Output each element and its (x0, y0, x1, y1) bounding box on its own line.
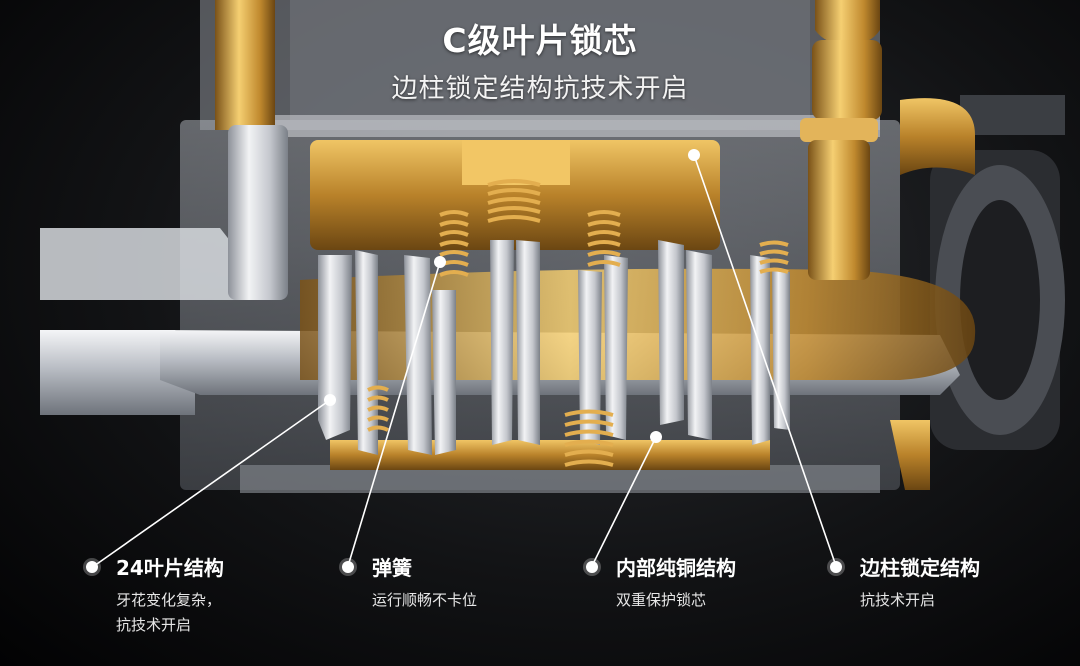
springs (367, 179, 789, 467)
callout-side-bar-lock: 边柱锁定结构 抗技术开启 (830, 548, 980, 613)
bullet-dot-icon (86, 561, 98, 573)
page-subtitle: 边柱锁定结构抗技术开启 (391, 74, 689, 104)
leader-anchor-dots (324, 149, 700, 443)
top-pin-left (215, 0, 288, 300)
page-title: C级叶片锁芯 (442, 21, 638, 60)
title-block: C级叶片锁芯 边柱锁定结构抗技术开启 (0, 14, 1080, 105)
callout-spring: 弹簧 运行顺畅不卡位 (342, 548, 477, 613)
callout-heading: 边柱锁定结构 (860, 556, 980, 580)
bullet-dot-icon (586, 561, 598, 573)
callout-description: 双重保护锁芯 (616, 591, 707, 609)
callout-heading: 内部纯铜结构 (616, 556, 736, 580)
bullet-dot-icon (830, 561, 842, 573)
callout-description: 牙花变化复杂， 抗技术开启 (116, 591, 222, 634)
wafer-stack (318, 240, 790, 455)
callout-heading: 弹簧 (372, 556, 412, 580)
callout-description: 抗技术开启 (860, 591, 936, 609)
callout-description: 运行顺畅不卡位 (372, 591, 478, 609)
rotor-end (890, 95, 1065, 490)
callout-wafer-structure: 24叶片结构 牙花变化复杂， 抗技术开启 (86, 548, 224, 638)
callout-heading: 24叶片结构 (116, 556, 224, 580)
leader-lines (93, 154, 837, 567)
callout-copper-structure: 内部纯铜结构 双重保护锁芯 (586, 548, 736, 613)
top-pin-right (800, 0, 882, 280)
brass-core (300, 140, 976, 470)
bullet-dot-icon (342, 561, 354, 573)
